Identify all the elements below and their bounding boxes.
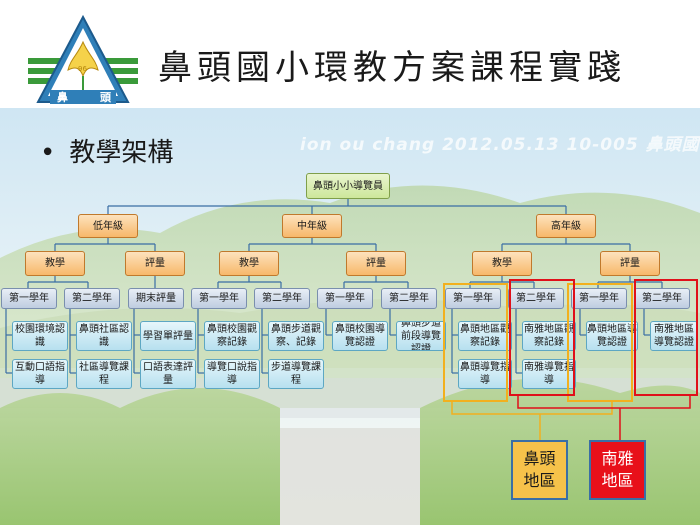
bullet-dot-icon: • — [40, 138, 56, 168]
school-logo — [28, 14, 138, 104]
org-leaf-node: 鼻頭地區導覽認證 — [586, 321, 638, 351]
org-category-node: 教學 — [25, 251, 85, 276]
org-sub-node: 第一學年 — [571, 288, 627, 309]
org-leaf-node: 鼻頭導覽指導 — [458, 359, 512, 389]
org-leaf-node: 口語表達評量 — [140, 359, 196, 389]
org-leaf-node: 鼻頭步道前段導覽認證 — [396, 321, 446, 351]
org-leaf-node: 互動口語指導 — [12, 359, 68, 389]
logo-text-right: 頭 — [100, 91, 111, 104]
org-leaf-node: 南雅導覽指導 — [522, 359, 576, 389]
org-category-node: 教學 — [472, 251, 532, 276]
org-category-node: 教學 — [219, 251, 279, 276]
region-label-nanya: 南雅地區 — [589, 440, 646, 500]
org-leaf-node: 社區導覽課程 — [76, 359, 132, 389]
org-leaf-node: 鼻頭步道觀察、記錄 — [268, 321, 324, 351]
org-category-node: 評量 — [125, 251, 185, 276]
region-nanya-line1: 南雅 — [601, 449, 634, 468]
org-sub-node: 第一學年 — [317, 288, 373, 309]
org-level-lower: 低年級 — [78, 214, 138, 238]
org-level-upper: 高年級 — [536, 214, 596, 238]
logo-text-left: 鼻 — [57, 91, 68, 104]
bullet-item: • 教學架構 — [40, 132, 173, 169]
org-sub-node: 第二學年 — [381, 288, 437, 309]
photo-watermark: ion ou chang 2012.05.13 10-005 鼻頭國小 — [300, 135, 700, 155]
org-leaf-node: 鼻頭校園導覽認證 — [332, 321, 388, 351]
region-nanya-line2: 地區 — [601, 471, 634, 490]
org-sub-node: 第二學年 — [508, 288, 564, 309]
org-root-node: 鼻頭小小導覽員 — [306, 173, 390, 199]
org-sub-node: 第一學年 — [445, 288, 501, 309]
org-leaf-node: 南雅地區導覽認證 — [650, 321, 698, 351]
region-bitou-line1: 鼻頭 — [523, 449, 556, 468]
org-leaf-node: 鼻頭校園觀察記錄 — [204, 321, 260, 351]
org-sub-node: 第二學年 — [254, 288, 310, 309]
org-sub-node: 第二學年 — [634, 288, 690, 309]
org-category-node: 評量 — [346, 251, 406, 276]
org-leaf-node: 導覽口說指導 — [204, 359, 260, 389]
org-sub-node: 第二學年 — [64, 288, 120, 309]
org-category-node: 評量 — [600, 251, 660, 276]
org-leaf-node: 鼻頭社區認識 — [76, 321, 132, 351]
org-sub-node: 期末評量 — [128, 288, 184, 309]
org-level-middle: 中年級 — [282, 214, 342, 238]
org-leaf-node: 校園環境認識 — [12, 321, 68, 351]
org-leaf-node: 鼻頭地區觀察記錄 — [458, 321, 512, 351]
logo-badge: 96 — [78, 65, 87, 73]
bullet-text: 教學架構 — [69, 138, 174, 168]
org-leaf-node: 學習單評量 — [140, 321, 196, 351]
slide-title: 鼻頭國小環教方案課程實踐 — [158, 48, 626, 88]
region-label-bitou: 鼻頭地區 — [511, 440, 568, 500]
org-leaf-node: 步道導覽課程 — [268, 359, 324, 389]
org-sub-node: 第一學年 — [1, 288, 57, 309]
region-bitou-line2: 地區 — [523, 471, 556, 490]
org-sub-node: 第一學年 — [191, 288, 247, 309]
org-leaf-node: 南雅地區觀察記錄 — [522, 321, 576, 351]
